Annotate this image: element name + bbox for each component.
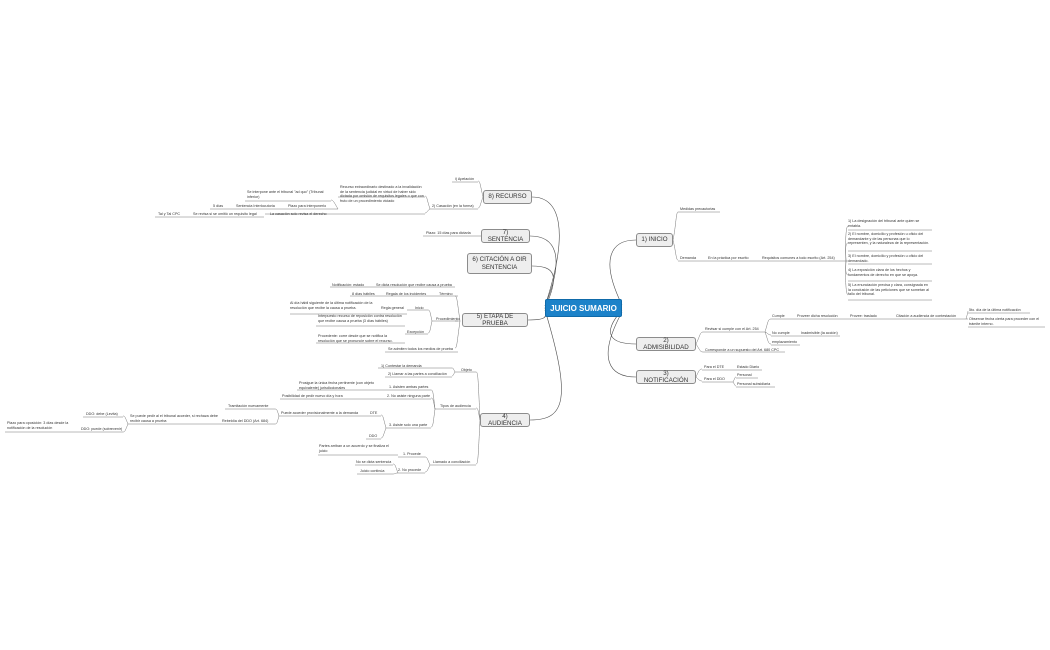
aud-posibilidad: Posibilidad de pedir nuevo día y hora bbox=[282, 394, 343, 398]
central-topic[interactable]: JUICIO SUMARIO bbox=[545, 299, 622, 317]
adm-revisar: Revisar si cumple con el Art. 254 bbox=[705, 327, 759, 331]
adm-quinto: 5to. día de la última notificación bbox=[969, 308, 1021, 312]
branch-admisibilidad[interactable]: 2) ADMISIBILIDAD bbox=[636, 337, 696, 351]
sentencia-plazo: Plazo: 15 días para dictarla bbox=[426, 231, 471, 235]
aud-noprocede: 2. No procede bbox=[398, 468, 422, 472]
aud-dte: DTE bbox=[370, 411, 378, 415]
prueba-dicta: Se dicta resolución que recibe causa a p… bbox=[376, 283, 452, 287]
inicio-demanda: Demanda bbox=[680, 256, 696, 260]
aud-ddo-super: DDO: puede (sobrevenir) bbox=[81, 427, 123, 431]
prueba-procedente: Procedente: corre desde que se notifica … bbox=[318, 334, 393, 343]
adm-citacion: Citación a audiencia de contestación bbox=[896, 314, 957, 318]
prueba-notificacion: Notificación: estado bbox=[332, 283, 365, 287]
prueba-regala: Regala de los incidentes bbox=[386, 292, 427, 296]
prueba-procedimiento: Procedimiento bbox=[436, 317, 460, 321]
prueba-ocho: 8 días hábiles bbox=[352, 292, 375, 296]
prueba-inicio: Inicio bbox=[415, 306, 424, 310]
prueba-termino: Término bbox=[439, 292, 453, 296]
recurso-tal: Tal y Tal CPC bbox=[158, 212, 181, 216]
inicio-requisitos: Requisitos comunes a todo escrito (Art. … bbox=[762, 256, 835, 260]
adm-cumple: Cumple bbox=[772, 314, 785, 318]
aud-pedir: Se puede pedir al el tribunal acceder, s… bbox=[130, 414, 218, 423]
inicio-req1: 1) La designación del tribunal ante quie… bbox=[848, 219, 920, 228]
recurso-casacion-def: La casación solo revisa el derecho bbox=[270, 212, 327, 216]
aud-plazo: Plazo para oposición: 3 días desde la no… bbox=[7, 421, 69, 430]
recurso-desc: Recurso extraordinario destinado a la in… bbox=[340, 185, 424, 203]
inicio-req4: 4) La exposición clara de los hechos y f… bbox=[848, 268, 919, 277]
adm-observar: Observar fecha cierta para proceder con … bbox=[969, 317, 1040, 326]
connector-prueba bbox=[527, 307, 547, 321]
recurso-plazo: Plazo para interponerlo bbox=[288, 204, 327, 208]
prueba-excepcion: Excepción bbox=[407, 330, 425, 334]
notif-personal: Personal bbox=[737, 373, 752, 377]
aud-partes: Partes arriban a un acuerdo y se finaliz… bbox=[319, 444, 389, 453]
aud-ddo: DDO bbox=[369, 434, 378, 438]
inicio-req3: 3) El nombre, domicilio y profesión u of… bbox=[848, 254, 924, 263]
aud-puede: Puede acceder provisionalmente a la dema… bbox=[281, 411, 359, 415]
inicio-practica: En la práctica por escrito bbox=[708, 256, 749, 260]
aud-ddo-lev: DDO: debe (Levita) bbox=[86, 412, 118, 416]
aud-tramitacion: Tramitación nuevamente bbox=[228, 404, 269, 408]
recurso-casacion: 2) Casación (en la forma) bbox=[432, 204, 474, 208]
aud-contestar: 1) Contestar la demanda bbox=[381, 364, 422, 368]
aud-noasiste: 2. No asiste ninguna parte bbox=[387, 394, 431, 398]
adm-inadmisible: Inadmisible (la acción) bbox=[801, 331, 838, 335]
branch-notificacion[interactable]: 3) NOTIFICACIÓN bbox=[636, 370, 696, 384]
recurso-omite: Se revisa si se omitió un requisito lega… bbox=[193, 212, 257, 216]
prueba-admiten: Se admiten todos los medios de prueba bbox=[388, 347, 453, 351]
branch-recurso[interactable]: 8) RECURSO bbox=[483, 190, 532, 204]
recurso-apelacion: i) Apelación bbox=[455, 177, 475, 181]
branch-sentencia[interactable]: 7) SENTENCIA bbox=[481, 229, 530, 243]
recurso-sentencia-int: Sentencia Interlocutoria bbox=[236, 204, 275, 208]
notif-ddo: Para el DDO bbox=[704, 377, 725, 381]
prueba-dia: Al día hábil siguiente de la última noti… bbox=[290, 301, 373, 310]
adm-corresponde: Corresponde a un supuesto del Art. 680 C… bbox=[705, 348, 779, 352]
adm-provee2: Provee: traslado bbox=[850, 314, 877, 318]
aud-objeto: Objeto bbox=[461, 368, 472, 372]
recurso-cinco: 5 días bbox=[213, 204, 224, 208]
aud-rebeldia: Rebeldía del DDO (Art. 684) bbox=[222, 419, 269, 423]
connector-inicio bbox=[609, 239, 637, 306]
aud-juicio: Juicio continúa bbox=[360, 469, 385, 473]
adm-emplazamiento: emplazamiento bbox=[772, 340, 798, 344]
notif-estado: Para el DTE bbox=[704, 365, 725, 369]
inicio-req5: 5) La enunciación precisa y clara, consi… bbox=[848, 283, 929, 296]
branch-citacion[interactable]: 6) CITACIÓN A OIR SENTENCIA bbox=[467, 253, 532, 274]
notif-personal-sub: Personal subsidiaria bbox=[737, 382, 771, 386]
connector-sentencia bbox=[529, 235, 557, 307]
aud-asisteuna: 3. Asiste solo una parte bbox=[389, 423, 428, 427]
adm-nocumple: No cumple bbox=[772, 331, 790, 335]
inicio-req2: 2) El nombre, domicilio y profesión u of… bbox=[848, 232, 930, 245]
aud-prosigue: Prosigue la única fecha pertinente (con … bbox=[299, 381, 375, 390]
recurso-interpone: Se interpone ante el tribunal "ad quo" (… bbox=[247, 190, 324, 199]
aud-llamado: Llamado a conciliación bbox=[433, 460, 471, 464]
aud-asistir: 1. Asisten ambas partes bbox=[389, 385, 429, 389]
adm-provee: Proveer dicha resolución bbox=[797, 314, 838, 318]
connector-recurso bbox=[531, 196, 560, 307]
inicio-medidas: Medidas precautorias bbox=[680, 207, 716, 211]
prueba-interpuso: Interpuesto recurso de reposición contra… bbox=[318, 314, 402, 323]
branch-audiencia[interactable]: 4) AUDIENCIA bbox=[480, 413, 530, 427]
branch-inicio[interactable]: 1) INICIO bbox=[636, 233, 673, 247]
aud-tipos: Tipos de audiencia bbox=[440, 404, 471, 408]
notif-estado-diario: Estado Diario bbox=[737, 365, 760, 369]
aud-procede: 1. Procede bbox=[403, 452, 421, 456]
connector-notificacion bbox=[607, 311, 637, 378]
aud-nosedicta: No se dicta sentencia bbox=[356, 460, 392, 464]
branch-prueba[interactable]: 5) ETAPA DE PRUEBA bbox=[462, 313, 528, 327]
prueba-regla: Regla general bbox=[381, 306, 404, 310]
aud-llamar: 2) Llamar a las partes a conciliación bbox=[388, 372, 447, 376]
connector-audiencia bbox=[529, 309, 562, 421]
